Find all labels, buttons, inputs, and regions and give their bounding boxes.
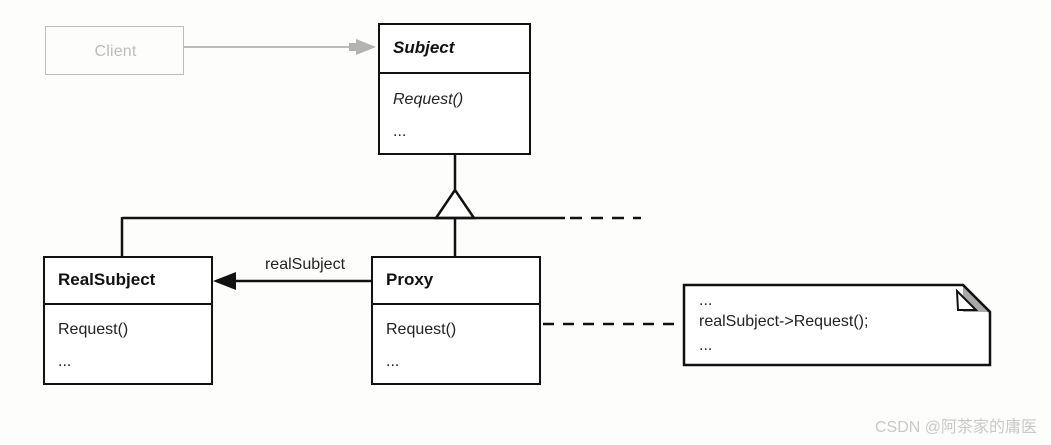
edge-client-to-subject (184, 39, 376, 55)
class-box-client[interactable]: Client (45, 26, 184, 75)
association-label-realsubject: realSubject (264, 256, 346, 273)
class-box-proxy[interactable]: Proxy Request() ... (371, 256, 541, 385)
operation-proxy-ellipsis: ... (386, 353, 400, 370)
class-name-subject: Subject (393, 38, 455, 57)
class-name-realsubject: RealSubject (58, 270, 156, 289)
compartment-name-subject (380, 25, 529, 74)
note-box[interactable]: ... realSubject->Request(); ... (684, 285, 990, 365)
note-shape (682, 283, 992, 367)
note-line: realSubject->Request(); (699, 313, 869, 330)
note-body: ... realSubject->Request(); ... (684, 285, 990, 365)
operation-realsubject-request: Request() (58, 321, 129, 338)
operation-proxy-request: Request() (386, 321, 457, 338)
class-box-subject[interactable]: Subject Request() ... (378, 23, 531, 155)
class-box-realsubject[interactable]: RealSubject Request() ... (43, 256, 213, 385)
operation-subject-ellipsis: ... (393, 123, 407, 140)
watermark: CSDN @阿茶家的庸医 (874, 419, 1037, 436)
operation-realsubject-ellipsis: ... (58, 353, 72, 370)
note-line: ... (699, 337, 713, 354)
class-name-proxy: Proxy (386, 270, 434, 289)
operation-subject-request: Request() (393, 91, 464, 108)
class-name-client: Client (94, 42, 137, 60)
compartment-name-realsubject (45, 258, 211, 305)
edge-generalization (120, 155, 641, 256)
note-line: ... (699, 292, 713, 309)
edge-proxy-to-realsubject (213, 272, 371, 290)
compartment-name-proxy (373, 258, 539, 305)
